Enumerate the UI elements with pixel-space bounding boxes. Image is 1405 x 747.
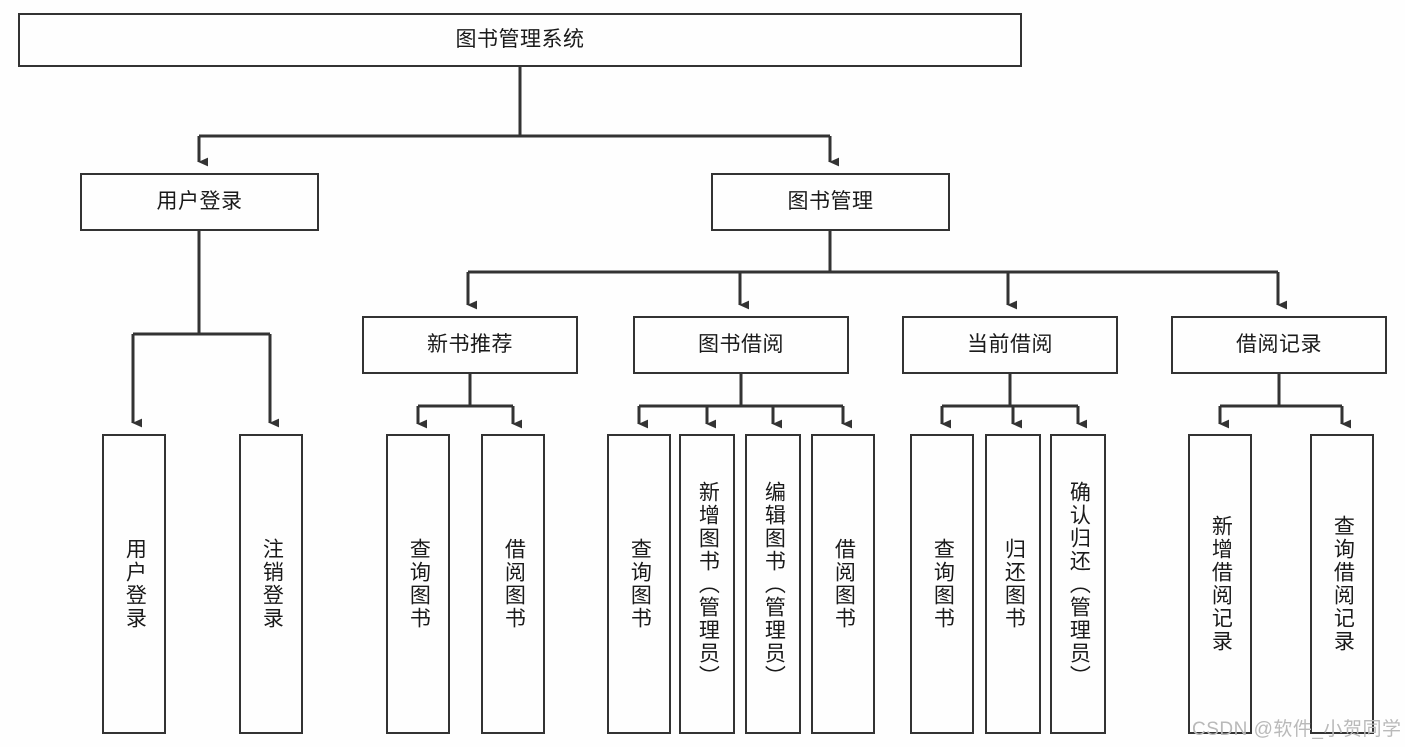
leaf-node-4[interactable]: 查询图书 [607,434,671,734]
leaf-node-9[interactable]: 归还图书 [985,434,1041,734]
leaf-node-7[interactable]: 借阅图书 [811,434,875,734]
node-label: 新增借阅记录 [1209,515,1233,653]
node-label: 新增图书（管理员） [696,480,720,688]
node-label: 查询图书 [931,538,955,630]
leaf-node-3[interactable]: 借阅图书 [481,434,545,734]
node-label: 借阅图书 [502,538,526,630]
node-label: 图书管理 [787,190,874,214]
node-label: 确认归还（管理员） [1067,480,1091,688]
root-node-0[interactable]: 图书管理系统 [18,13,1022,67]
node-label: 查询图书 [628,538,652,630]
node-label: 图书借阅 [698,333,784,357]
node-label: 图书管理系统 [455,28,585,52]
csdn-watermark: CSDN @软件_小贺同学 [1192,719,1402,740]
leaf-node-10[interactable]: 确认归还（管理员） [1050,434,1106,734]
node-label: 归还图书 [1002,538,1026,630]
leaf-node-1[interactable]: 注销登录 [239,434,303,734]
level3-node-1[interactable]: 图书借阅 [633,316,849,374]
level2-node-0[interactable]: 用户登录 [80,173,319,231]
node-label: 用户登录 [156,190,243,214]
node-label: 注销登录 [260,538,284,630]
leaf-node-5[interactable]: 新增图书（管理员） [679,434,735,734]
node-label: 用户登录 [123,538,147,630]
leaf-node-11[interactable]: 新增借阅记录 [1188,434,1252,734]
node-label: 查询图书 [407,538,431,630]
level3-node-3[interactable]: 借阅记录 [1171,316,1387,374]
node-label: 当前借阅 [967,333,1053,357]
leaf-node-2[interactable]: 查询图书 [386,434,450,734]
level3-node-2[interactable]: 当前借阅 [902,316,1118,374]
node-label: 编辑图书（管理员） [762,480,786,688]
leaf-node-8[interactable]: 查询图书 [910,434,974,734]
node-label: 新书推荐 [427,333,513,357]
leaf-node-0[interactable]: 用户登录 [102,434,166,734]
node-label: 借阅图书 [832,538,856,630]
level2-node-1[interactable]: 图书管理 [711,173,950,231]
level3-node-0[interactable]: 新书推荐 [362,316,578,374]
leaf-node-12[interactable]: 查询借阅记录 [1310,434,1374,734]
node-label: 借阅记录 [1236,333,1322,357]
leaf-node-6[interactable]: 编辑图书（管理员） [745,434,801,734]
node-label: 查询借阅记录 [1331,515,1355,653]
